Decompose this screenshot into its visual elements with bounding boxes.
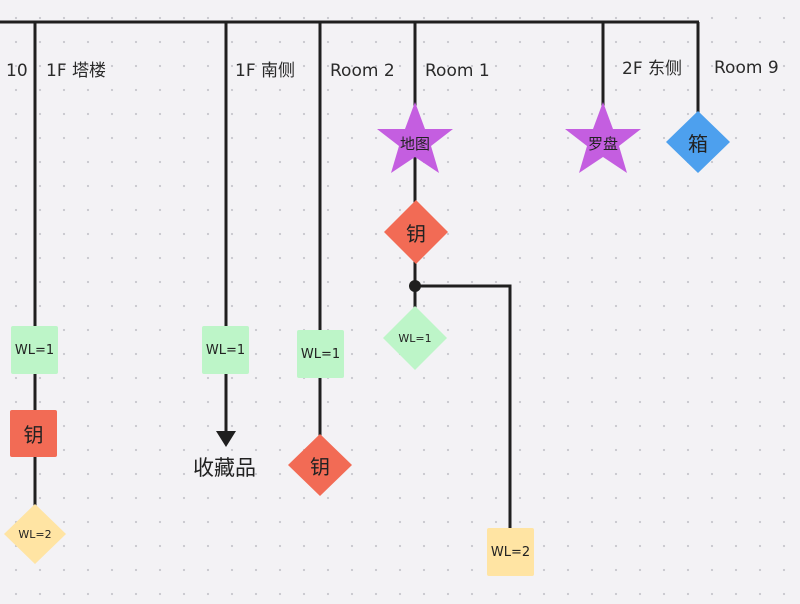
east-compass-star: [565, 102, 641, 173]
branch-label-tower: 1F 塔楼: [46, 61, 106, 81]
branch-label-south: 1F 南侧: [235, 61, 295, 81]
branch-label-partial: 10: [6, 61, 28, 81]
room2-wl1-node[interactable]: WL=1: [297, 330, 344, 378]
collectibles-label[interactable]: 收藏品: [193, 456, 256, 480]
tower-wl2-node[interactable]: WL=2: [18, 527, 52, 541]
room1-key-node[interactable]: 钥: [406, 221, 426, 246]
tower-key-node[interactable]: 钥: [10, 410, 57, 457]
room9-box-node[interactable]: 箱: [688, 131, 708, 156]
room1-key-diamond: [384, 200, 448, 264]
room9-box-diamond: [666, 111, 730, 173]
room1-map-star: [377, 102, 453, 173]
room2-key-diamond: [288, 434, 352, 496]
tower-wl1-node[interactable]: WL=1: [11, 326, 58, 374]
branch-label-room1: Room 1: [425, 61, 490, 81]
branch-label-east: 2F 东侧: [622, 59, 682, 79]
room1-sub-branch-line: [415, 284, 512, 552]
branch-label-room9: Room 9: [714, 58, 779, 78]
room1-map-node[interactable]: 地图: [399, 134, 430, 153]
junction-dot: [409, 280, 421, 292]
room2-key-node[interactable]: 钥: [310, 454, 330, 479]
room1-wl1-diamond: [383, 306, 447, 370]
room1-wl1-node[interactable]: WL=1: [398, 331, 432, 345]
room1-branch-wl2-node[interactable]: WL=2: [487, 528, 534, 576]
east-compass-node[interactable]: 罗盘: [587, 134, 618, 153]
arrow-head-icon: [216, 431, 236, 447]
tower-wl2-diamond: [4, 504, 66, 564]
branch-label-room2: Room 2: [330, 61, 395, 81]
south-wl1-node[interactable]: WL=1: [202, 326, 249, 374]
